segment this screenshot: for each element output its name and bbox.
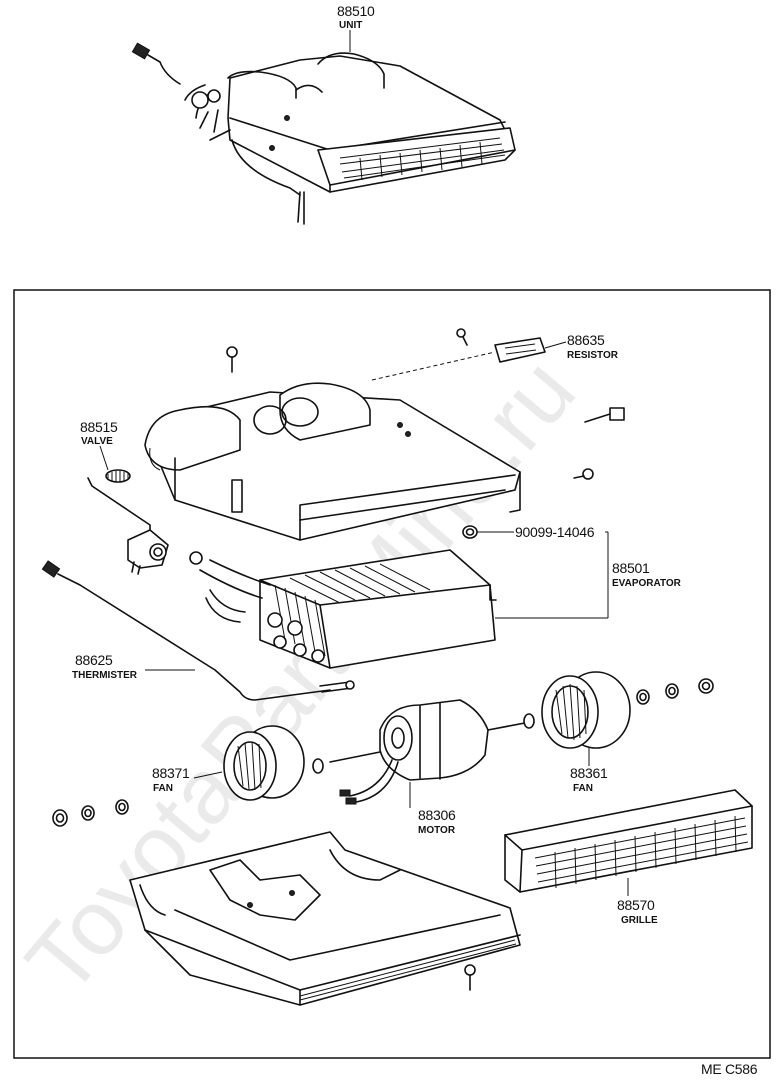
- part-name-fan-right: FAN: [573, 783, 593, 794]
- evaporator-fins: [274, 563, 431, 657]
- part-number-88371: 88371: [152, 765, 190, 781]
- unit-grille-slots: [339, 137, 506, 181]
- part-name-evaporator: EVAPORATOR: [612, 578, 682, 589]
- part-name-resistor: RESISTOR: [567, 350, 619, 361]
- part-number-90099-14046: 90099-14046: [515, 524, 595, 540]
- part-number-88635: 88635: [567, 332, 605, 348]
- screw-top-left: [226, 346, 238, 373]
- motor-drawing: [329, 699, 531, 805]
- evaporator-drawing: [189, 549, 497, 669]
- nut-washer-right-group: [523, 678, 714, 729]
- part-name-unit: UNIT: [339, 20, 362, 31]
- part-name-fan-left: FAN: [153, 783, 173, 794]
- unit-assembly-drawing: [131, 42, 516, 225]
- o-ring-drawing: [462, 525, 478, 539]
- part-number-88515: 88515: [80, 419, 118, 435]
- fan-left-drawing: [223, 725, 324, 801]
- screw-bottom: [464, 964, 476, 991]
- nut-washer-left-group: [52, 799, 129, 827]
- part-name-thermister: THERMISTER: [72, 670, 138, 681]
- thermister-drawing: [41, 560, 355, 701]
- part-number-88361: 88361: [570, 765, 608, 781]
- valve-drawing: [87, 469, 169, 575]
- exploded-view-frame: [13, 289, 771, 1059]
- upper-case-drawing: [144, 382, 521, 541]
- lower-case-drawing: [129, 831, 521, 1006]
- part-name-grille: GRILLE: [621, 915, 658, 926]
- part-name-valve: VALVE: [81, 436, 113, 447]
- grille-drawing: [504, 789, 753, 893]
- fan-right-drawing: [541, 671, 631, 749]
- part-name-motor: MOTOR: [418, 825, 456, 836]
- grille-mesh: [534, 815, 749, 889]
- part-number-88570: 88570: [617, 897, 655, 913]
- bolt-right: [584, 407, 625, 423]
- part-number-88510: 88510: [337, 3, 375, 19]
- resistor-drawing: [494, 337, 546, 363]
- part-number-88306: 88306: [418, 807, 456, 823]
- screw-resistor: [456, 328, 468, 346]
- part-number-88501: 88501: [612, 560, 650, 576]
- diagram-code: ME C586: [701, 1061, 758, 1077]
- screw-right: [573, 468, 594, 480]
- part-number-88625: 88625: [75, 652, 113, 668]
